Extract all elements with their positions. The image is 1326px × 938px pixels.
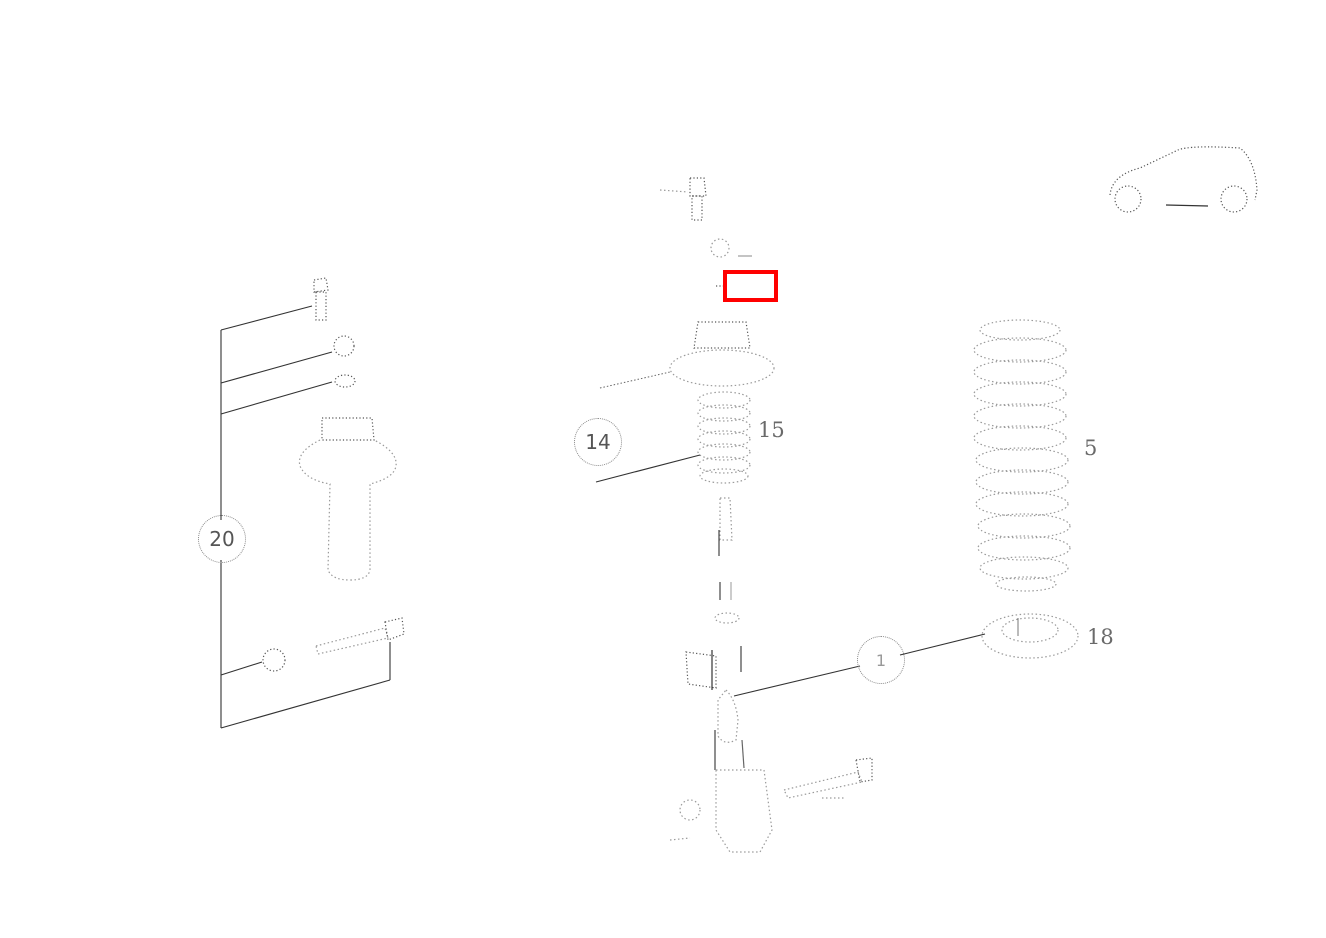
bump-stop-boot-icon [298,417,397,581]
spring-seat-icon [981,613,1079,659]
label-5[interactable]: 5 [1084,436,1098,460]
label-15[interactable]: 15 [758,418,785,442]
lower-mount-icon [669,757,873,853]
kit-20-bracket [220,305,391,729]
lower-nut-icon [262,648,286,672]
nut-icon [334,374,356,388]
callout-1[interactable]: 1 [857,636,905,684]
shock-absorber-icon [685,497,986,770]
top-bolt-icon [659,177,707,221]
vehicle-silhouette-icon [1109,146,1258,213]
callout-14[interactable]: 14 [574,418,622,466]
label-18[interactable]: 18 [1087,625,1114,649]
bump-spring-icon [595,391,751,484]
strut-mount-icon [599,321,775,389]
long-bolt-icon [315,617,405,655]
callout-20[interactable]: 20 [198,515,246,563]
selection-highlight-box [723,270,778,302]
washer-top-icon [710,238,730,258]
small-bolt-icon [313,277,329,321]
coil-spring-icon [973,319,1071,592]
washer-icon [333,335,355,357]
